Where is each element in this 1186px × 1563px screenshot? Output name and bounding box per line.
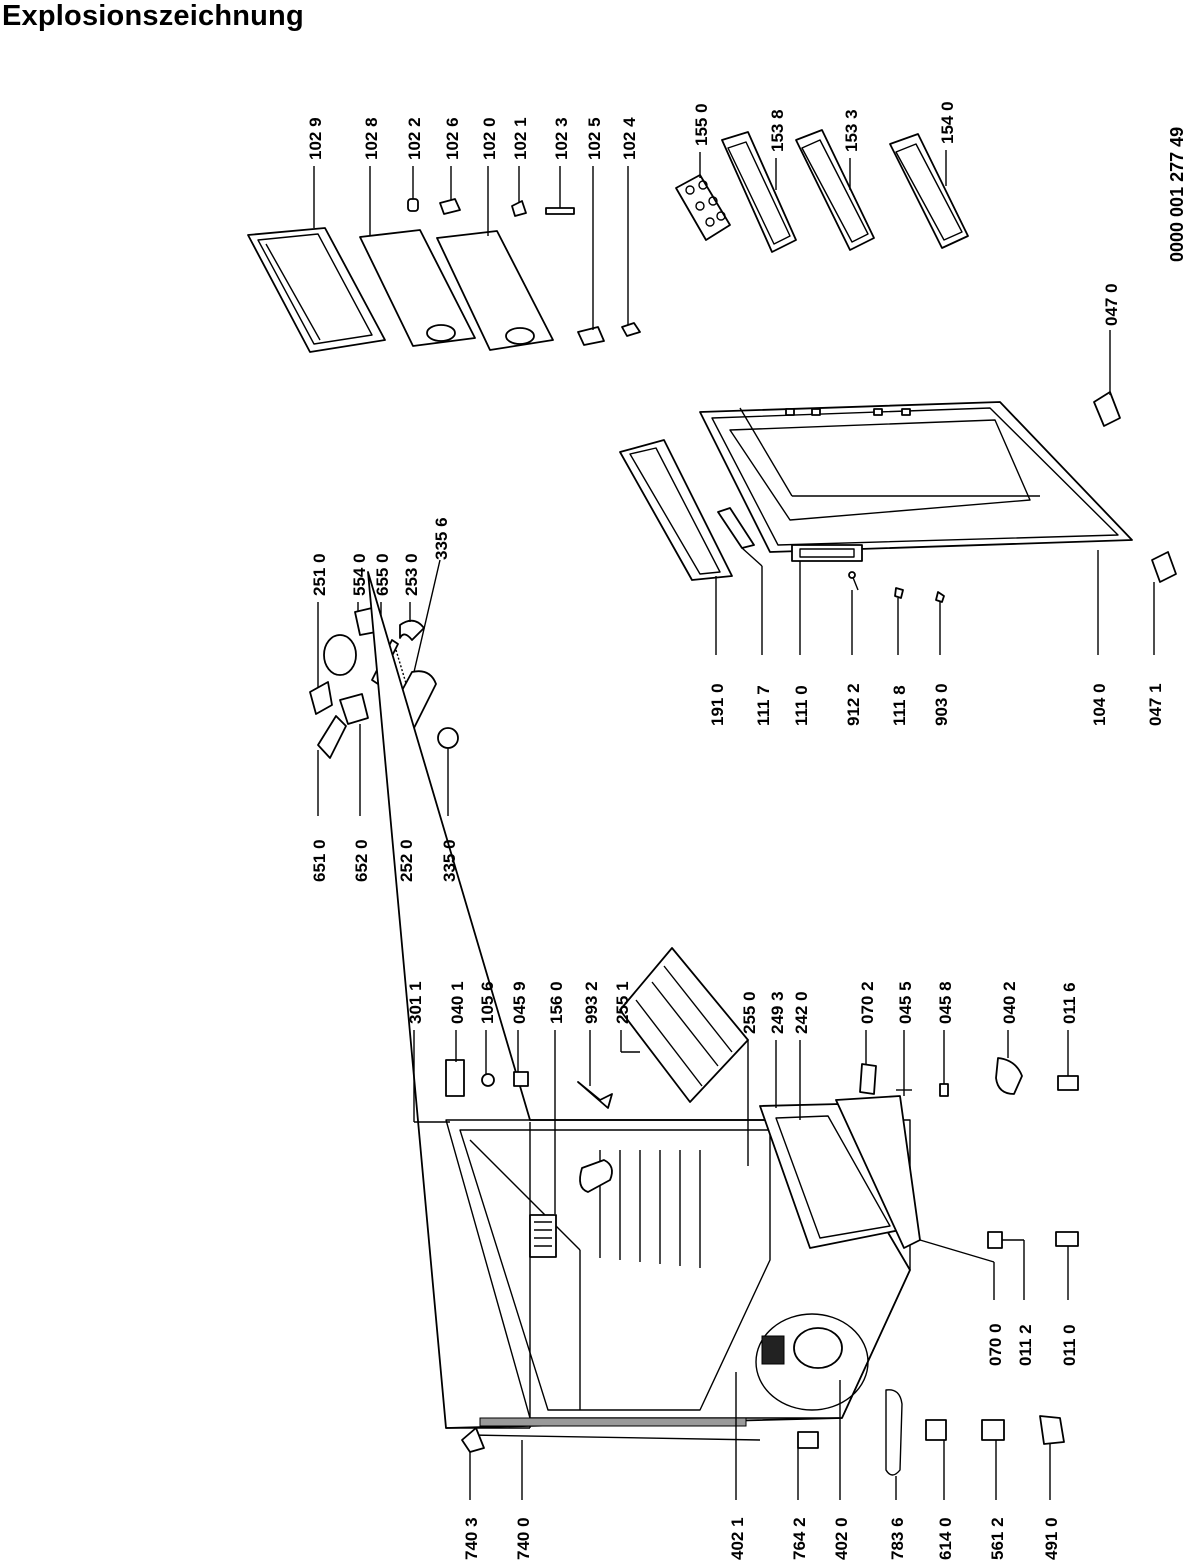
part-label: 249 3 (768, 991, 787, 1034)
part-label: 040 1 (448, 981, 467, 1024)
door-parts-group (247, 129, 969, 353)
part-label: 652 0 (352, 839, 371, 882)
part-label: 102 6 (443, 117, 462, 160)
part-label: 102 2 (405, 117, 424, 160)
part-label: 047 0 (1102, 283, 1121, 326)
part-label: 111 0 (792, 685, 811, 726)
part-label: 491 0 (1042, 1517, 1061, 1560)
part-label: 252 0 (397, 839, 416, 882)
door-group (619, 330, 1177, 655)
part-label: 301 1 (406, 981, 425, 1024)
part-label: 561 2 (988, 1517, 1007, 1560)
part-label: 102 5 (585, 117, 604, 160)
part-label: 047 1 (1146, 683, 1165, 726)
part-label: 242 0 (792, 991, 811, 1034)
part-label: 402 1 (728, 1517, 747, 1560)
part-label: 155 0 (692, 103, 711, 146)
part-label: 402 0 (832, 1517, 851, 1560)
part-label: 153 3 (842, 109, 861, 152)
part-label: 783 6 (888, 1517, 907, 1560)
cabinet-group (367, 571, 1079, 1500)
part-label: 153 8 (768, 109, 787, 152)
part-label: 102 3 (552, 117, 571, 160)
part-label: 335 0 (440, 839, 459, 882)
part-label: 111 7 (754, 685, 773, 726)
part-label: 111 8 (890, 685, 909, 726)
part-label: 651 0 (310, 839, 329, 882)
part-label: 040 2 (1000, 981, 1019, 1024)
part-label: 740 0 (514, 1517, 533, 1560)
part-label: 102 9 (306, 117, 325, 160)
part-label: 102 8 (362, 117, 381, 160)
part-label: 011 0 (1060, 1324, 1079, 1366)
part-label: 191 0 (708, 683, 727, 726)
part-label: 740 3 (462, 1517, 481, 1560)
part-label: 045 5 (896, 981, 915, 1024)
part-label: 614 0 (936, 1517, 955, 1560)
part-label: 156 0 (547, 981, 566, 1024)
part-label: 255 1 (613, 981, 632, 1024)
part-label: 993 2 (582, 981, 601, 1024)
part-label: 655 0 (373, 553, 392, 596)
part-label: 070 2 (858, 981, 877, 1024)
part-label: 102 0 (480, 117, 499, 160)
part-label: 255 0 (740, 991, 759, 1034)
part-label: 154 0 (938, 101, 957, 144)
part-label: 251 0 (310, 553, 329, 596)
part-label: 335 6 (432, 517, 451, 560)
part-label: 011 2 (1016, 1324, 1035, 1366)
part-label: 253 0 (402, 553, 421, 596)
part-label: 912 2 (844, 683, 863, 726)
part-labels: 102 9 102 8 102 2 102 6 102 0 102 1 102 … (306, 101, 1186, 1560)
part-label: 102 1 (511, 117, 530, 160)
part-label: 104 0 (1090, 683, 1109, 726)
part-label: 045 9 (510, 981, 529, 1024)
page-title: Explosionszeichnung (2, 0, 304, 32)
part-label: 102 4 (620, 117, 639, 160)
part-label: 011 6 (1060, 982, 1079, 1024)
part-label: 903 0 (932, 683, 951, 726)
part-label: 105 6 (478, 981, 497, 1024)
part-label: 764 2 (790, 1517, 809, 1560)
part-label: 070 0 (986, 1323, 1005, 1366)
part-label: 045 8 (936, 981, 955, 1024)
document-number: 0000 001 277 49 (1167, 127, 1186, 262)
part-label: 554 0 (350, 553, 369, 596)
